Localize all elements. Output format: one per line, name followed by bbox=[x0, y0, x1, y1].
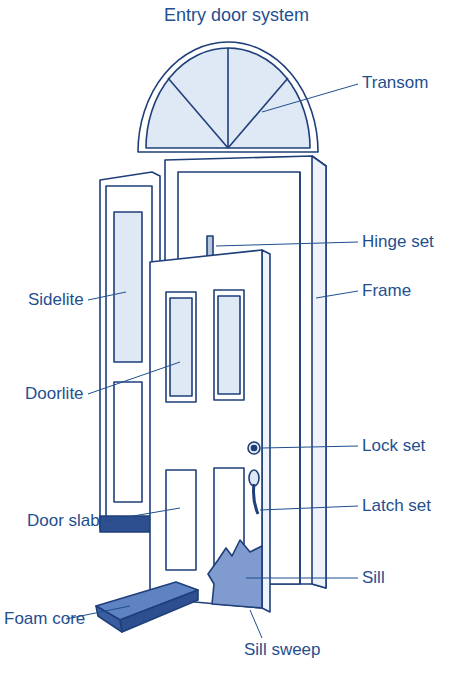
part-label: Hinge set bbox=[362, 232, 434, 252]
part-label: Foam core bbox=[4, 609, 85, 629]
part-label: Sill sweep bbox=[244, 640, 321, 660]
part-label: Sidelite bbox=[28, 290, 84, 310]
part-label: Door slab bbox=[27, 511, 100, 531]
part-label: Frame bbox=[362, 281, 411, 301]
part-label: Transom bbox=[362, 73, 428, 93]
part-label: Lock set bbox=[362, 436, 425, 456]
part-label: Sill bbox=[362, 568, 385, 588]
title: Entry door system bbox=[164, 4, 309, 26]
part-label: Doorlite bbox=[25, 384, 84, 404]
part-label: Latch set bbox=[362, 496, 431, 516]
